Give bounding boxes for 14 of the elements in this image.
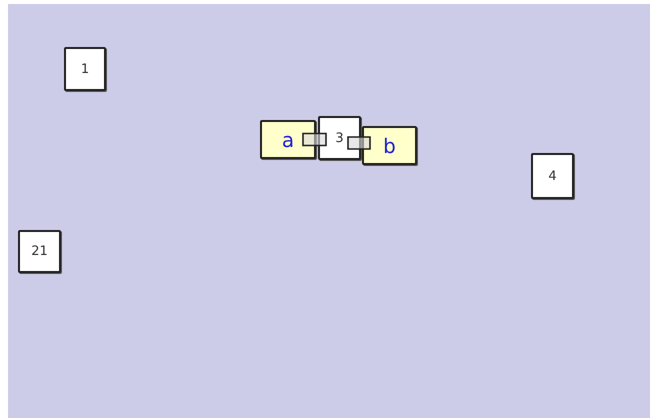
note-box (531, 153, 574, 199)
box-label: 1 (80, 62, 90, 76)
link-connector (347, 136, 371, 150)
note-box (64, 47, 106, 91)
box-label: a (282, 130, 294, 150)
box-label: 3 (335, 132, 344, 144)
note-box (260, 120, 316, 159)
note-box (18, 230, 61, 273)
box-label: 4 (548, 170, 557, 182)
box-label: b (383, 136, 396, 156)
link-connector (302, 132, 327, 146)
box-label: 21 (31, 245, 48, 258)
note-box (318, 116, 361, 160)
note-box (362, 126, 417, 165)
